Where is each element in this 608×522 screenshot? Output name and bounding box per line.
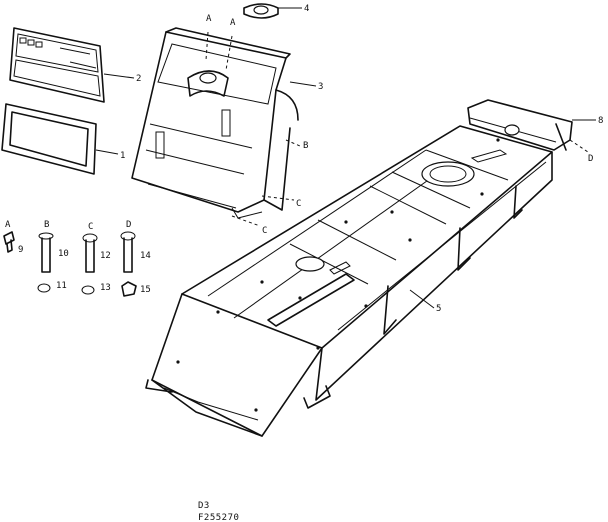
- callout-5: 5: [436, 304, 441, 314]
- callout-leaders: [95, 7, 596, 309]
- letter-a-top-1: A: [206, 14, 212, 24]
- dash-tower: [131, 27, 299, 219]
- hardware-set: [3, 231, 137, 297]
- rear-bracket: [467, 99, 589, 153]
- letter-a-top-2: A: [230, 18, 236, 28]
- section-code: D3: [198, 501, 210, 511]
- callout-15: 15: [140, 285, 151, 295]
- letter-d-hardware: D: [126, 220, 131, 230]
- callout-4: 4: [304, 4, 309, 14]
- callout-13: 13: [100, 283, 111, 293]
- callout-2: 2: [136, 74, 141, 84]
- letter-c-hardware: C: [88, 222, 93, 232]
- decal-plate: [9, 27, 105, 103]
- callout-11: 11: [56, 281, 67, 291]
- callout-1: 1: [120, 151, 125, 161]
- letter-d-dash: D: [588, 154, 593, 164]
- callout-12: 12: [100, 251, 111, 261]
- callout-3: 3: [318, 82, 323, 92]
- letter-c-dash-1: C: [296, 199, 301, 209]
- letter-b-hardware: B: [44, 220, 49, 230]
- callout-8: 8: [598, 116, 603, 126]
- figure-code: F255270: [198, 513, 239, 522]
- letter-a-hardware: A: [5, 220, 11, 230]
- letter-b-dash: B: [303, 141, 308, 151]
- letter-c-dash-2: C: [262, 226, 267, 236]
- callout-14: 14: [140, 251, 151, 261]
- callout-9: 9: [18, 245, 23, 255]
- bezel-frame: [1, 103, 97, 175]
- main-frame: [145, 125, 553, 437]
- tower-leader-lines: [205, 31, 301, 227]
- callout-10: 10: [58, 249, 69, 259]
- cap-part: [243, 3, 279, 19]
